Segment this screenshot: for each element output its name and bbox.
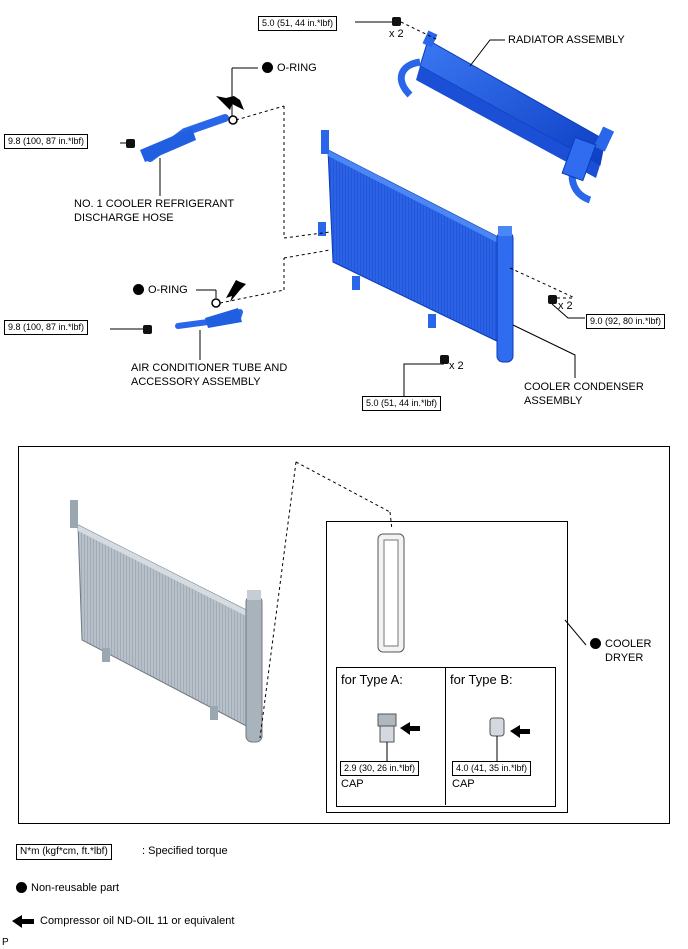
grey-condenser-illustration [70, 500, 263, 743]
leader-lines [110, 21, 587, 646]
torque-label-right: 9.0 (92, 80 in.*lbf) [586, 314, 666, 329]
legend-oil-arrow [12, 915, 34, 928]
cap-types-box [336, 667, 556, 807]
cap-a-label: CAP [341, 778, 364, 790]
legend-torque-box: N*m (kgf*cm, ft.*lbf) [16, 844, 112, 860]
torque-label-bottom: 5.0 (51, 44 in.*lbf) [362, 396, 442, 411]
ac-tube-label-1: AIR CONDITIONER TUBE AND [131, 362, 288, 374]
cooler-condenser-label-2: ASSEMBLY [524, 395, 583, 407]
cap-a-illustration [377, 713, 420, 743]
cap-types-divider [445, 667, 446, 805]
non-reusable-icon [133, 284, 144, 295]
discharge-hose-label-2: DISCHARGE HOSE [74, 212, 174, 224]
non-reusable-icon [16, 882, 27, 893]
torque-label-tube: 9.8 (100, 87 in.*lbf) [4, 320, 89, 335]
radiator-assembly-label: RADIATOR ASSEMBLY [508, 34, 625, 46]
oil-arrow-top [216, 96, 244, 110]
discharge-hose-illustration [140, 114, 229, 162]
torque-label-cap-a: 2.9 (30, 26 in.*lbf) [340, 761, 420, 776]
alignment-dashes-top [219, 21, 576, 304]
cooler-condenser-illustration [318, 130, 514, 363]
legend-torque-desc: : Specified torque [142, 845, 228, 857]
quantity-bottom: x 2 [449, 360, 464, 372]
type-a-label: for Type A: [341, 672, 403, 687]
o-ring-label-top: O-RING [262, 62, 317, 75]
o-ring-top-shape [228, 115, 238, 125]
torque-label-cap-b: 4.0 (41, 35 in.*lbf) [452, 761, 532, 776]
ac-tube-illustration [175, 308, 243, 329]
o-ring-mid-shape [211, 298, 221, 308]
legend-nonreusable: Non-reusable part [16, 882, 119, 895]
cooler-dryer-illustration [377, 533, 405, 653]
cooler-dryer-label-1: COOLER [590, 638, 651, 651]
quantity-top: x 2 [389, 28, 404, 40]
figure-code: P [2, 937, 9, 948]
discharge-hose-label-1: NO. 1 COOLER REFRIGERANT [74, 198, 235, 210]
quantity-right: x 2 [558, 300, 573, 312]
type-b-label: for Type B: [450, 672, 513, 687]
radiator-assembly-illustration [397, 30, 615, 204]
non-reusable-icon [262, 62, 273, 73]
dryer-inset-box [326, 521, 568, 813]
cooler-condenser-label-1: COOLER CONDENSER [524, 381, 644, 393]
legend-oil: Compressor oil ND-OIL 11 or equivalent [40, 915, 235, 927]
bolts [126, 17, 557, 364]
detail-panel [18, 446, 670, 824]
ac-tube-label-2: ACCESSORY ASSEMBLY [131, 376, 261, 388]
cooler-dryer-label-2: DRYER [605, 652, 644, 664]
alignment-dashes-bottom [259, 461, 393, 739]
non-reusable-icon [590, 638, 601, 649]
torque-label-hose: 9.8 (100, 87 in.*lbf) [4, 134, 89, 149]
o-ring-label-mid: O-RING [133, 284, 188, 297]
torque-label-top: 5.0 (51, 44 in.*lbf) [258, 16, 338, 31]
oil-arrow-mid [226, 280, 246, 302]
cap-b-label: CAP [452, 778, 475, 790]
